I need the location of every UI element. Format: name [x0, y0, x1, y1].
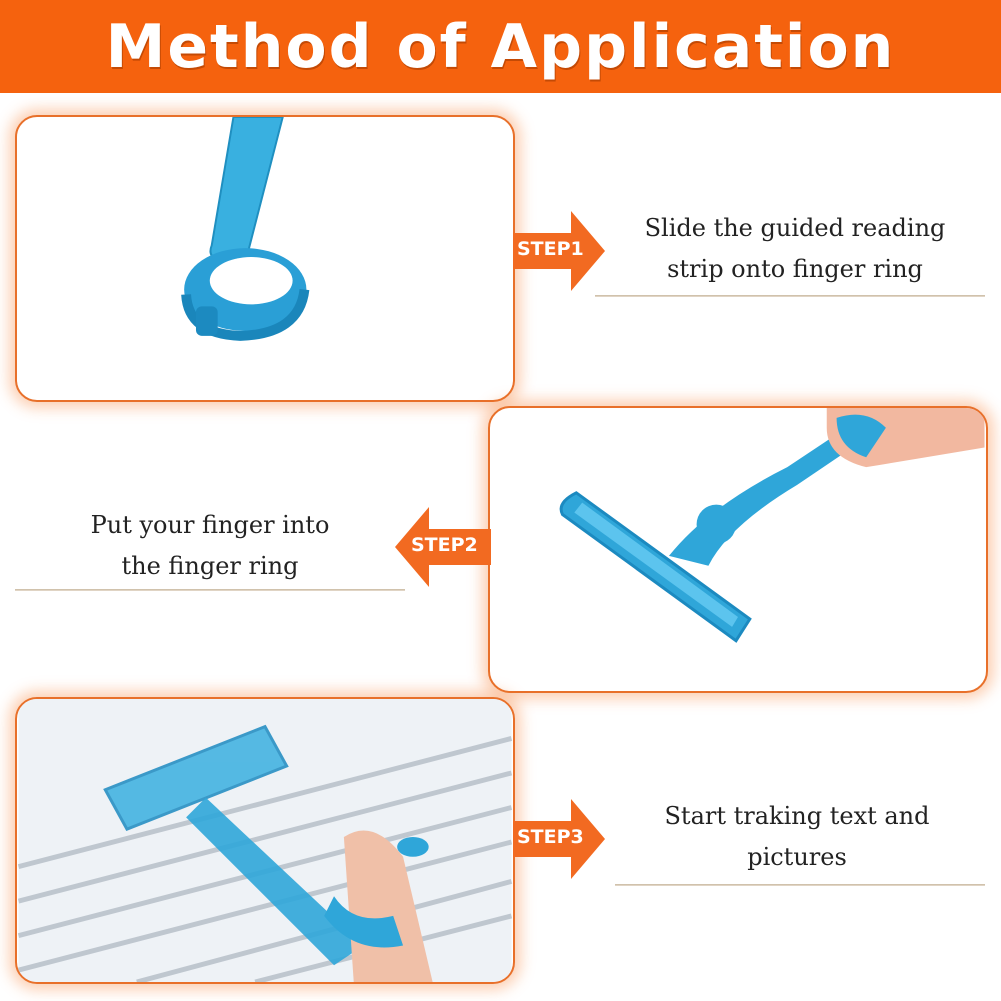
step2-line1: Put your finger into — [90, 511, 330, 539]
step3-arrow: STEP3 — [513, 799, 605, 879]
step1-line1: Slide the guided reading — [644, 214, 946, 242]
step3-image — [15, 697, 515, 984]
step1-label: STEP1 — [517, 238, 584, 260]
step2-line2: the finger ring — [121, 552, 299, 580]
step3-line2: pictures — [747, 843, 847, 871]
step3-label: STEP3 — [517, 826, 584, 848]
step2-arrow: STEP2 — [395, 507, 491, 587]
title-banner: Method of Application — [0, 0, 1001, 93]
step2-image — [488, 406, 988, 693]
step3-description: Start traking text and pictures — [597, 796, 997, 878]
step1-image — [15, 115, 515, 402]
step3-divider — [615, 884, 985, 886]
step2-divider — [15, 589, 405, 591]
step1-arrow: STEP1 — [513, 211, 605, 291]
page-title: Method of Application — [105, 11, 896, 82]
step1-line2: strip onto finger ring — [667, 255, 923, 283]
step1-divider — [595, 295, 985, 297]
step2-description: Put your finger into the finger ring — [10, 505, 410, 587]
step1-description: Slide the guided reading strip onto fing… — [595, 208, 995, 290]
step3-line1: Start traking text and — [664, 802, 930, 830]
step2-label: STEP2 — [411, 534, 478, 556]
